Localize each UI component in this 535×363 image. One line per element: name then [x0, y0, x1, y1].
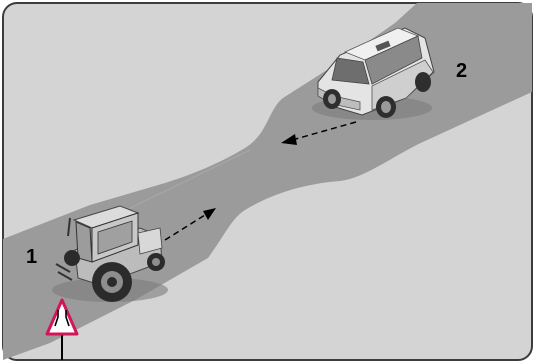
vehicle-1-label: 1	[26, 246, 37, 268]
vehicle-2-label: 2	[456, 60, 467, 82]
